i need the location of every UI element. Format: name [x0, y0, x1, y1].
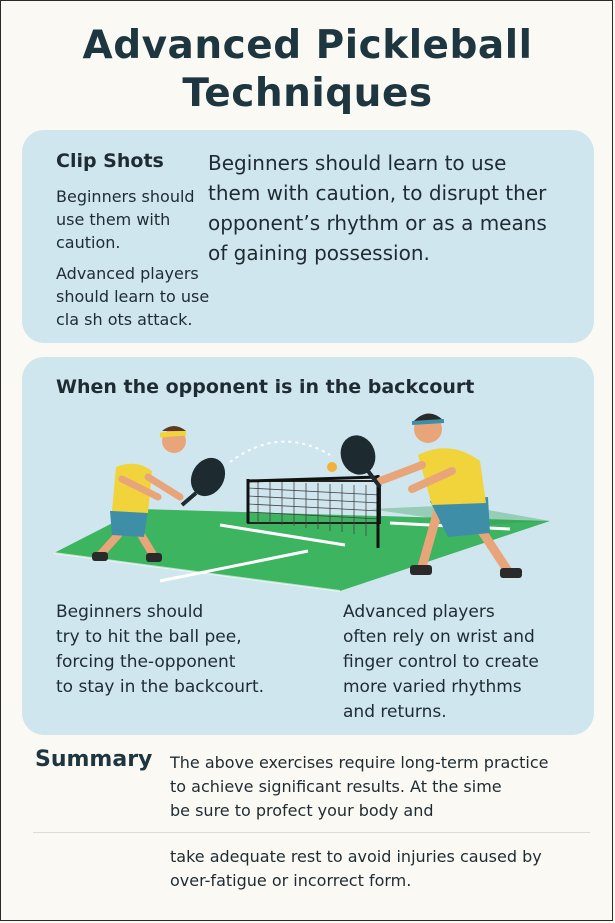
backcourt-heading: When the opponent is in the backcourt [56, 376, 475, 398]
ball-trajectory [229, 440, 331, 463]
text-line: The above exercises require long-term pr… [170, 753, 549, 772]
text-line: them with caution, to disrupt ther [208, 181, 547, 205]
text-line: try to hit the ball pee, [56, 627, 242, 647]
text-line: opponent’s rhythm or as a means [208, 211, 547, 235]
text-line: caution. [56, 233, 121, 252]
text-line: over-fatigue or incorrect form. [170, 871, 412, 890]
text-line: should learn to use [56, 287, 210, 306]
summary-heading: Summary [35, 747, 153, 772]
text-line: to achieve significant results. At the s… [170, 777, 502, 796]
clip-shots-advanced-text: Advanced players should learn to use cla… [56, 262, 209, 331]
player-right-illustration [340, 413, 522, 578]
summary-text-bottom: take adequate rest to avoid injuries cau… [170, 845, 590, 893]
clip-shots-heading: Clip Shots [56, 150, 164, 172]
text-line: cla sh ots attack. [56, 310, 193, 329]
backcourt-advanced-text: Advanced players often rely on wrist and… [343, 600, 539, 725]
text-line: of gaining possession. [208, 241, 430, 265]
text-line: take adequate rest to avoid injuries cau… [170, 847, 542, 866]
court-line [159, 549, 309, 583]
text-line: forcing the-opponent [56, 652, 236, 672]
text-line: to stay in the backcourt. [56, 677, 265, 697]
player-left-illustration [92, 426, 226, 562]
text-line: Beginners should [56, 187, 195, 206]
page-title: Advanced Pickleball Techniques [0, 22, 615, 118]
text-line: often rely on wrist and [343, 627, 535, 647]
pickleball-court-illustration [53, 413, 550, 592]
text-line: Advanced players [343, 602, 495, 622]
text-line: use them with [56, 210, 171, 229]
summary-divider [33, 832, 590, 833]
backcourt-beginners-text: Beginners should try to hit the ball pee… [56, 600, 264, 700]
court-surface [54, 509, 550, 591]
text-line: be sure to profect your body and [170, 801, 434, 820]
title-line-1: Advanced Pickleball [82, 23, 533, 68]
text-line: Beginners should learn to use [208, 151, 507, 175]
title-line-2: Techniques [182, 71, 433, 116]
court-line [219, 523, 346, 547]
clip-shots-panel [22, 130, 594, 343]
pickleball-net-illustration [246, 475, 381, 548]
summary-text-top: The above exercises require long-term pr… [170, 751, 590, 823]
ball-icon [327, 462, 337, 472]
text-line: Advanced players [56, 264, 199, 283]
clip-shots-description: Beginners should learn to use them with … [208, 148, 578, 268]
text-line: more varied rhythms [343, 677, 522, 697]
text-line: finger control to create [343, 652, 539, 672]
text-line: Beginners should [56, 602, 204, 622]
text-line: and returns. [343, 702, 447, 722]
clip-shots-beginners-text: Beginners should use them with caution. [56, 185, 195, 254]
